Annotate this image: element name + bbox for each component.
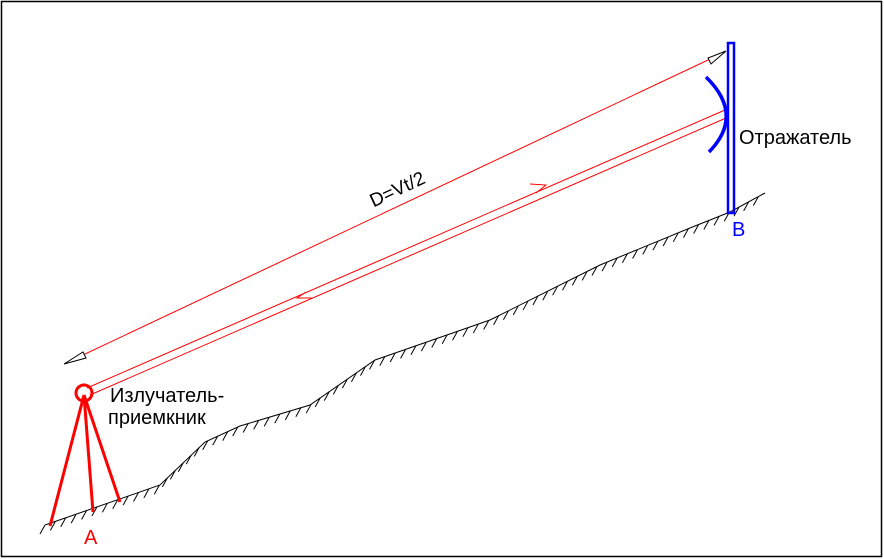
ground-hatch bbox=[263, 416, 270, 427]
ground-hatch bbox=[581, 271, 588, 281]
distance-dimension-line bbox=[65, 51, 726, 364]
ground-hatch bbox=[562, 281, 568, 291]
ground-hatch bbox=[143, 488, 150, 499]
outgoing-beam bbox=[86, 109, 726, 389]
ground-hatch bbox=[542, 290, 549, 301]
ground-hatch bbox=[81, 510, 87, 520]
ground-hatch bbox=[305, 403, 312, 414]
ground-hatch bbox=[410, 345, 417, 355]
ground-hatch bbox=[672, 232, 679, 243]
return-beam bbox=[89, 117, 727, 396]
distance-formula: D=Vt/2 bbox=[367, 168, 429, 212]
point-a-label: A bbox=[84, 527, 98, 549]
ground-hatch bbox=[232, 426, 239, 437]
ground-hatch bbox=[70, 513, 77, 524]
ground-hatch bbox=[662, 236, 669, 247]
ground-hatch bbox=[431, 338, 438, 348]
ground-hatch bbox=[60, 517, 67, 528]
ground-hatch bbox=[571, 276, 578, 286]
ground-hatch bbox=[611, 257, 618, 268]
ground-hatch bbox=[112, 499, 119, 509]
ground-hatch bbox=[101, 503, 108, 513]
ground-hatch bbox=[743, 201, 750, 212]
ground-hatch bbox=[703, 220, 710, 230]
ground-hatch bbox=[462, 327, 469, 337]
ground-hatch bbox=[212, 435, 219, 446]
reflector-label: Отражатель bbox=[739, 127, 852, 149]
ground-hatch bbox=[483, 320, 490, 330]
ground-hatch bbox=[185, 454, 192, 465]
ground-hatch bbox=[133, 492, 139, 502]
ground-hatch bbox=[341, 378, 348, 389]
arrowhead-right-icon bbox=[707, 50, 727, 65]
ground-hatch bbox=[350, 372, 357, 383]
ground-hatch bbox=[39, 524, 46, 535]
ground-hatch bbox=[122, 495, 129, 506]
ground-hatch bbox=[503, 310, 509, 321]
ground-hatch bbox=[452, 331, 458, 341]
ground-hatch bbox=[295, 407, 302, 417]
ground-hatch bbox=[222, 431, 229, 441]
reflector-pole bbox=[726, 41, 736, 215]
ground-hatch bbox=[193, 447, 200, 457]
ground-hatch bbox=[493, 315, 500, 325]
emitter-receiver-icon bbox=[74, 383, 94, 403]
tripod bbox=[48, 383, 122, 527]
ground-hatch bbox=[683, 228, 689, 238]
ground-hatch bbox=[532, 295, 539, 306]
ground-hatch bbox=[161, 477, 168, 488]
ground-hatch bbox=[733, 206, 740, 217]
reflector-mirror bbox=[704, 75, 728, 154]
ground-hatch bbox=[512, 305, 519, 316]
ground-hatch bbox=[552, 285, 559, 296]
ground-hatch bbox=[441, 334, 448, 345]
ground-hatch bbox=[713, 216, 720, 226]
ground-hatch bbox=[284, 410, 291, 421]
ground-hatch bbox=[202, 440, 209, 450]
point-b-label: B bbox=[732, 219, 745, 241]
arrowhead-left-icon bbox=[63, 351, 87, 365]
ground-hatch bbox=[332, 385, 339, 395]
ground-hatch bbox=[693, 224, 700, 234]
ground-hatch bbox=[389, 352, 396, 363]
reflector bbox=[704, 41, 736, 215]
ground-hatch bbox=[601, 261, 608, 272]
ground-hatch bbox=[323, 391, 330, 401]
beam-arrow-forward-icon bbox=[529, 183, 548, 194]
ground-hatch bbox=[621, 253, 628, 263]
ground-hatch bbox=[242, 423, 249, 433]
beams bbox=[86, 109, 727, 396]
ground-hatch bbox=[632, 249, 639, 259]
ground-hatch bbox=[472, 323, 479, 334]
ground-hatch bbox=[314, 397, 321, 408]
ground-hatch bbox=[153, 485, 160, 495]
ground-hatch bbox=[49, 521, 56, 531]
ground-hatch bbox=[400, 349, 407, 359]
ground-hatch bbox=[591, 266, 598, 276]
ground-hatch bbox=[253, 420, 260, 430]
emitter-label-line2: приемкник bbox=[108, 407, 206, 429]
ground-hatch bbox=[642, 245, 649, 255]
ground-hatch bbox=[274, 413, 281, 424]
ground-hatch bbox=[752, 196, 759, 206]
ground-hatch bbox=[379, 356, 386, 366]
ground-hatch bbox=[369, 360, 375, 370]
ground-hatch bbox=[522, 300, 529, 311]
ground-profile bbox=[39, 192, 766, 535]
ground-hatch bbox=[652, 240, 659, 251]
ground-hatch bbox=[420, 341, 427, 352]
ground-hatch bbox=[177, 462, 184, 472]
ground-hatch bbox=[360, 366, 366, 376]
beam-arrow-back-icon bbox=[295, 291, 312, 299]
emitter-label-line1: Излучатель- bbox=[110, 385, 224, 407]
ground-hatch bbox=[169, 470, 176, 480]
